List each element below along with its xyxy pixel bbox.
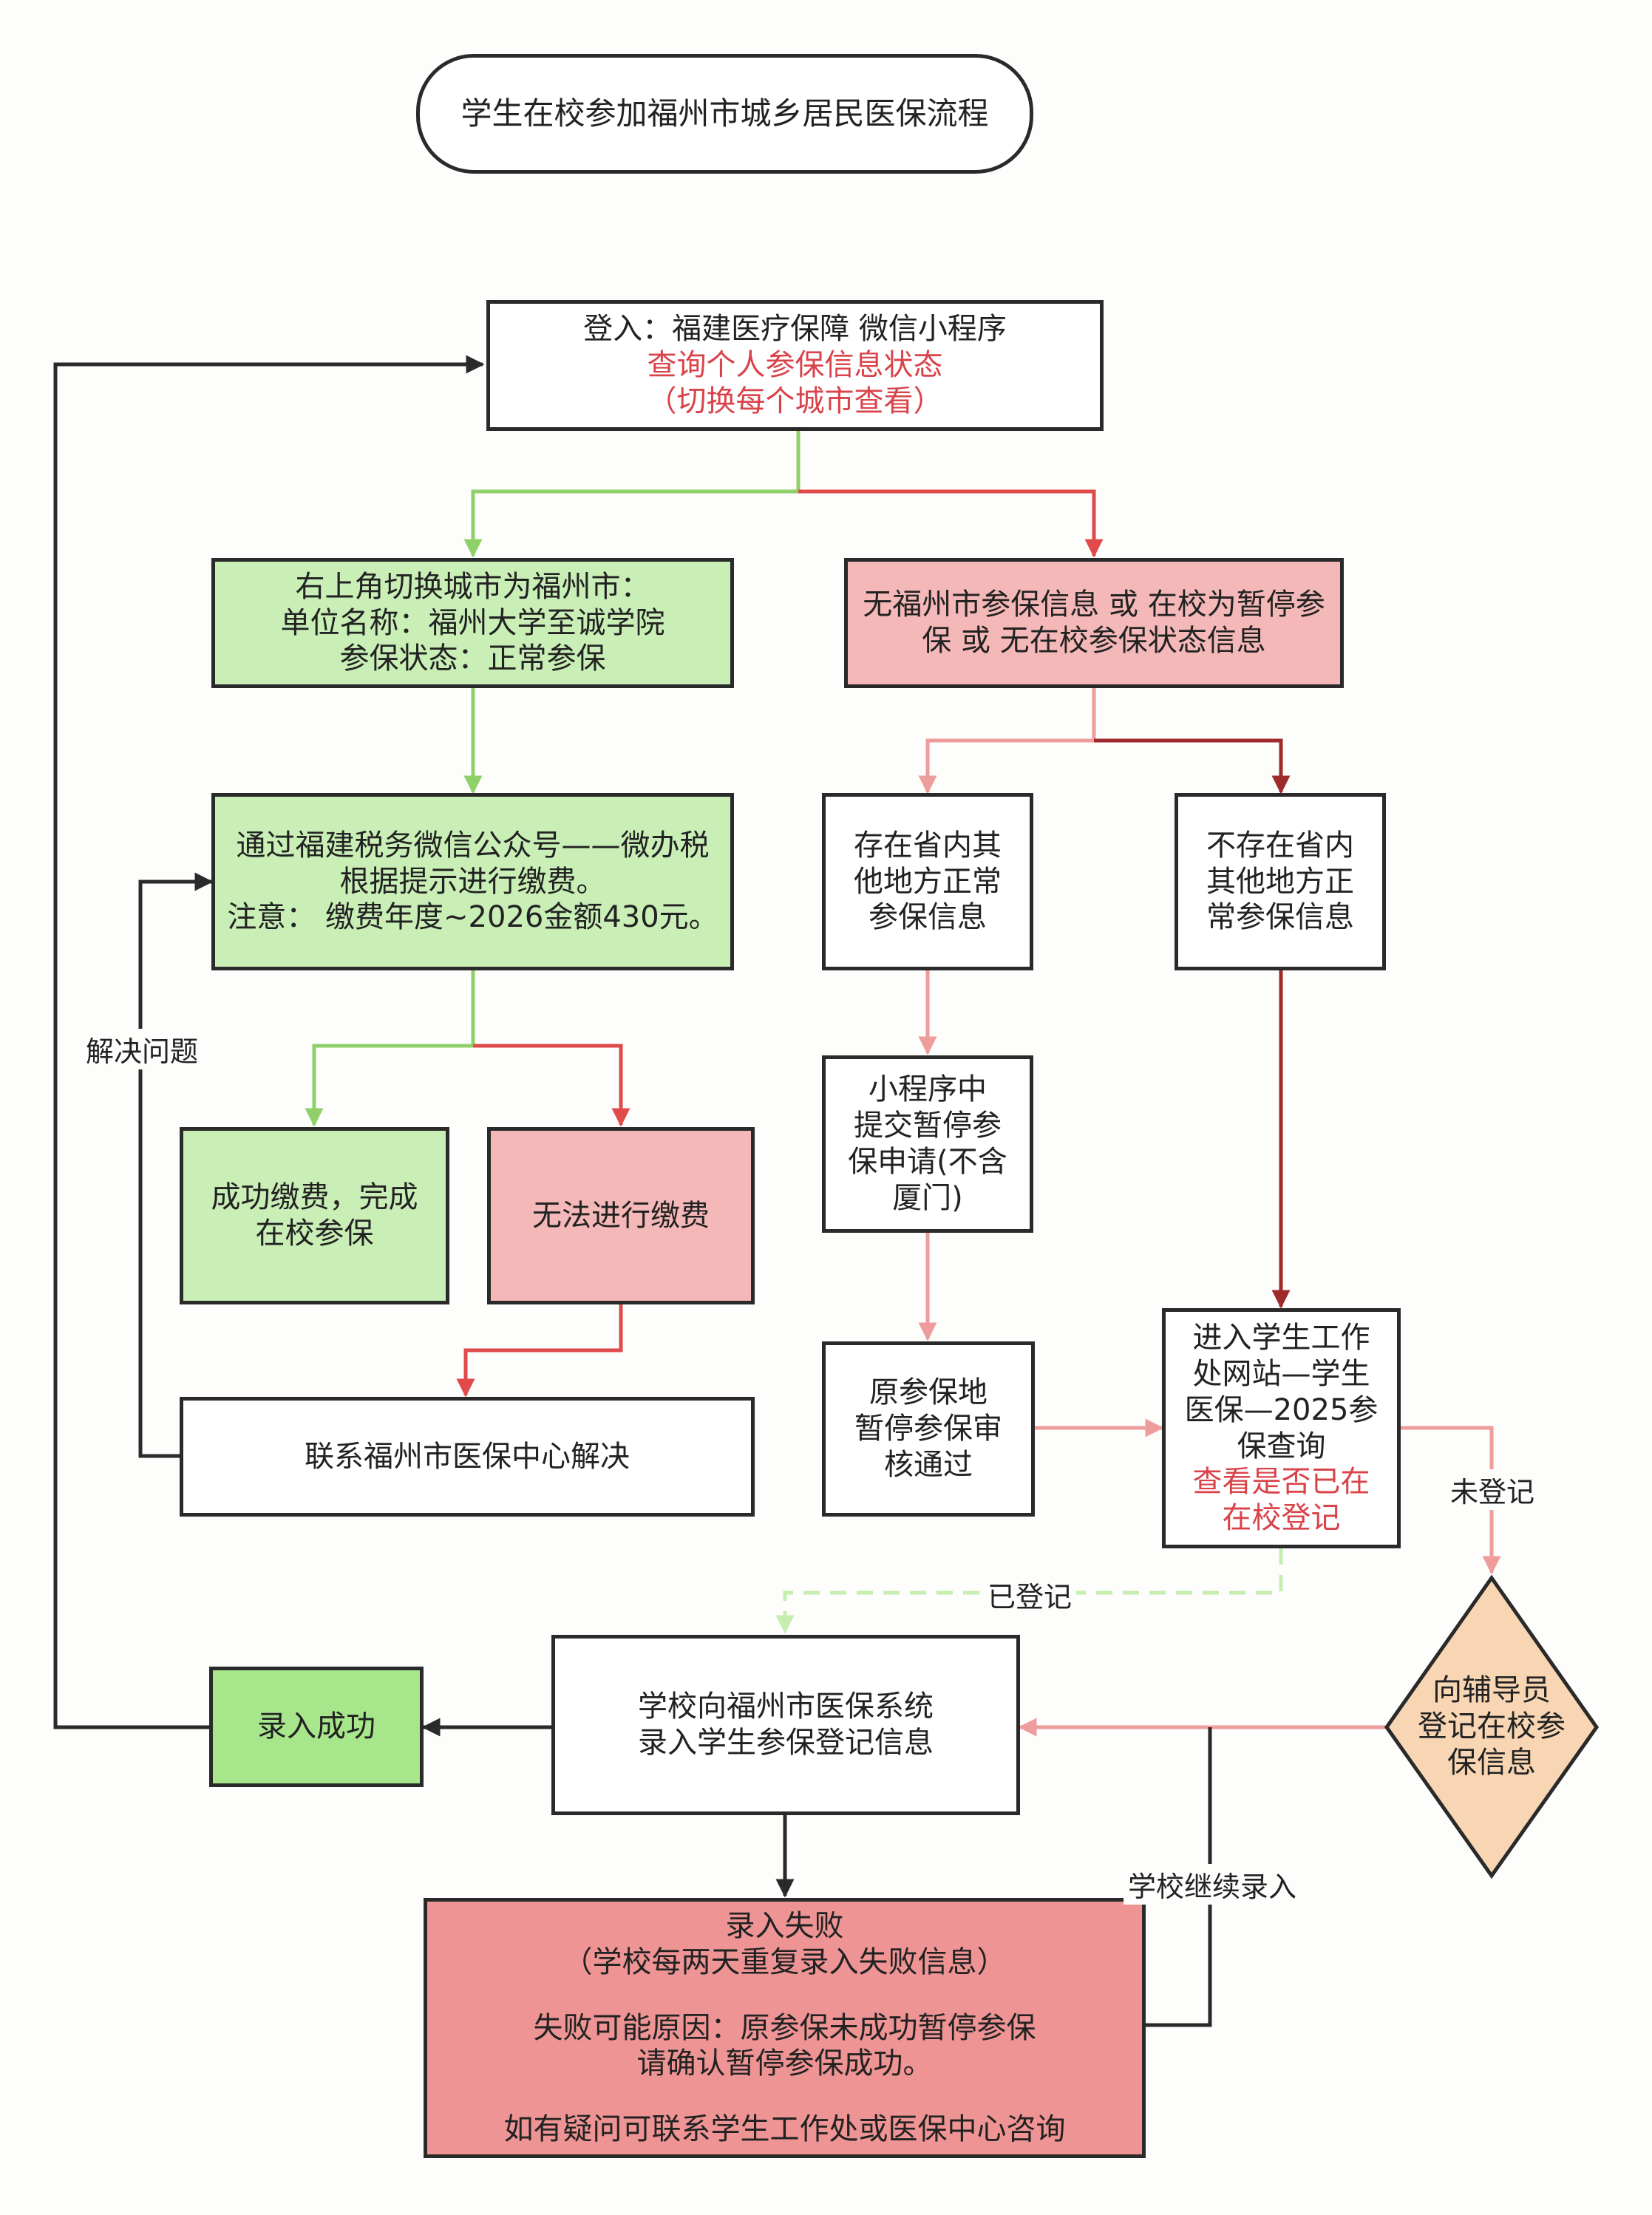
website-line5: 查看是否已在 [1192,1465,1370,1500]
entry-fail-line1: 录入失败 [725,1909,844,1943]
fuzhou-ok-line1: 右上角切换城市为福州市： [295,569,650,604]
entry-fail-line3: 失败可能原因：原参保未成功暂停参保 [533,2010,1036,2045]
counselor-label: 向辅导员 登记在校参 保信息 [1387,1578,1597,1876]
pay-success-step: 成功缴费，完成 在校参保 [180,1127,449,1304]
edge-label-continue-entry: 学校继续录入 [1124,1864,1302,1905]
pay-fail-step: 无法进行缴费 [487,1127,755,1304]
mini-suspend-line3: 保申请(不含 [848,1145,1007,1179]
approved-line3: 核通过 [884,1447,973,1482]
pay-success-line2: 在校参保 [255,1217,374,1251]
pay-line1: 通过福建税务微信公众号——微办税 [236,828,710,862]
edge-pay-to-success [305,970,475,1127]
login-step: 登入：福建医疗保障 微信小程序 查询个人参保信息状态 （切换每个城市查看） [486,300,1104,431]
page-title: 学生在校参加福州市城乡居民医保流程 [416,54,1033,174]
in-province-step: 存在省内其 他地方正常 参保信息 [822,793,1033,970]
pay-success-line1: 成功缴费，完成 [211,1180,418,1215]
edge-label-resolve: 解决问题 [81,1029,203,1069]
entry-success-step: 录入成功 [209,1667,424,1787]
entry-fail-line2: （学校每两天重复录入失败信息） [562,1944,1007,1979]
edge-contact-to-pay [138,872,214,1458]
edge-label-registered: 已登记 [983,1574,1077,1615]
approved-step: 原参保地 暂停参保审 核通过 [822,1341,1035,1517]
entry-fail-line5: 如有疑问可联系学生工作处或医保中心咨询 [503,2112,1066,2147]
pay-line3: 注意： 缴费年度~2026金额430元。 [227,900,718,935]
edge-label-not-registered: 未登记 [1446,1469,1540,1510]
edge-no-info-to-not-in-province [1094,738,1291,795]
not-in-province-line1: 不存在省内 [1206,828,1354,862]
fuzhou-ok-line2: 单位名称：福州大学至诚学院 [280,605,665,640]
not-in-province-line3: 常参保信息 [1206,900,1354,935]
edge-login-to-fuzhou-ok [463,431,800,558]
edge-website-to-school-entry [775,1548,1283,1634]
website-line3: 医保—2025参 [1184,1392,1379,1427]
entry-fail-line4: 请确认暂停参保成功。 [636,2046,933,2081]
website-line1: 进入学生工作 [1192,1321,1370,1355]
approved-line2: 暂停参保审 [854,1412,1002,1446]
edge-fail-to-contact [456,1304,623,1398]
fuzhou-ok-step: 右上角切换城市为福州市： 单位名称：福州大学至诚学院 参保状态：正常参保 [211,558,734,688]
counselor-diamond-shape [1384,1574,1600,1879]
counselor-line3: 保信息 [1447,1745,1536,1780]
website-line6: 在校登记 [1222,1501,1341,1536]
school-entry-line2: 录入学生参保登记信息 [638,1726,934,1760]
contact-center-line1: 联系福州市医保中心解决 [305,1439,630,1474]
no-info-line1: 无福州市参保信息 或 在校为暂停参 [863,588,1325,622]
counselor-line2: 登记在校参 [1418,1709,1566,1744]
approved-line1: 原参保地 [869,1375,988,1410]
login-step-line1: 登入：福建医疗保障 微信小程序 [583,312,1007,347]
pay-fail-line1: 无法进行缴费 [532,1198,710,1233]
pay-line2: 根据提示进行缴费。 [339,864,606,899]
counselor-line1: 向辅导员 [1432,1673,1551,1708]
edge-website-to-counselor [1401,1426,1501,1575]
login-step-line3: （切换每个城市查看） [647,384,943,418]
edge-login-to-no-info [798,489,1104,558]
website-line4: 保查询 [1237,1429,1326,1463]
edge-pay-to-fail [473,1044,630,1127]
login-step-line2: 查询个人参保信息状态 [647,348,943,383]
website-line2: 处网站—学生 [1192,1356,1370,1391]
pay-step: 通过福建税务微信公众号——微办税 根据提示进行缴费。 注意： 缴费年度~2026… [211,793,734,970]
school-entry-step: 学校向福州市医保系统 录入学生参保登记信息 [551,1635,1020,1815]
not-in-province-line2: 其他地方正 [1206,864,1354,899]
no-info-line2: 保 或 无在校参保状态信息 [922,624,1266,658]
mini-suspend-line4: 厦门) [892,1180,963,1215]
counselor-step: 向辅导员 登记在校参 保信息 [1387,1578,1597,1876]
not-in-province-step: 不存在省内 其他地方正 常参保信息 [1175,793,1386,970]
page-title-text: 学生在校参加福州市城乡居民医保流程 [460,95,989,132]
in-province-line3: 参保信息 [869,900,987,935]
edge-fail-continue-entry [1146,1727,1212,2027]
edge-success-to-login [53,355,485,1729]
school-entry-line1: 学校向福州市医保系统 [638,1690,934,1724]
entry-success-line1: 录入成功 [257,1709,375,1744]
fuzhou-ok-line3: 参保状态：正常参保 [339,642,606,676]
mini-suspend-line2: 提交暂停参 [854,1109,1002,1143]
no-info-step: 无福州市参保信息 或 在校为暂停参 保 或 无在校参保状态信息 [844,558,1344,688]
mini-suspend-line1: 小程序中 [869,1072,987,1107]
in-province-line1: 存在省内其 [854,828,1002,862]
mini-suspend-step: 小程序中 提交暂停参 保申请(不含 厦门) [822,1055,1033,1233]
website-step: 进入学生工作 处网站—学生 医保—2025参 保查询 查看是否已在 在校登记 [1162,1308,1401,1548]
entry-fail-step: 录入失败 （学校每两天重复录入失败信息） 失败可能原因：原参保未成功暂停参保 请… [424,1898,1146,2158]
in-province-line2: 他地方正常 [854,864,1002,899]
edge-no-info-to-in-province [918,688,1096,795]
contact-center-step: 联系福州市医保中心解决 [180,1397,755,1517]
